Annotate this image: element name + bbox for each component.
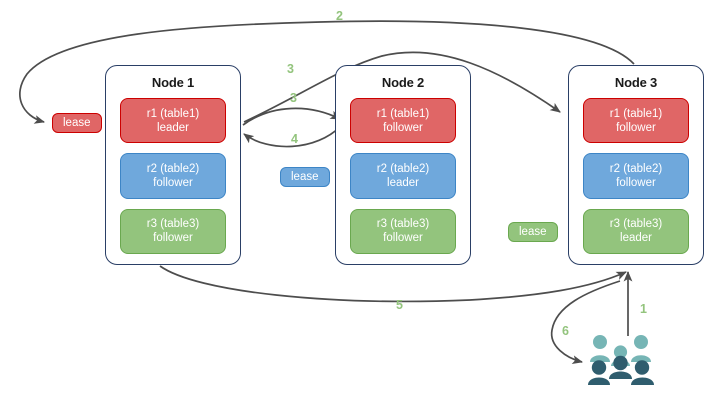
edge-label-3-lower: 3 [290,91,297,105]
node-1-replica-r2-name: r2 (table2) [146,162,200,175]
node-1[interactable]: Node 1 r1 (table1) leader r2 (table2) fo… [105,65,241,265]
lease-badge-blue[interactable]: lease [280,167,330,187]
edge-label-1: 1 [640,302,647,316]
lease-badge-red[interactable]: lease [52,113,102,133]
node-2-replica-r3-name: r3 (table3) [376,218,430,231]
node-3-title: Node 3 [614,75,658,90]
edge-label-5: 5 [396,298,403,312]
node-1-replica-r1-role: leader [157,121,189,134]
node-1-title: Node 1 [151,75,195,90]
node-3-replica-r1-role: follower [616,121,656,134]
node-3-replica-r2[interactable]: r2 (table2) follower [583,153,689,199]
node-2-replica-r2-role: leader [387,176,419,189]
node-2-replica-r1-name: r1 (table1) [376,107,430,120]
node-3-replica-r3[interactable]: r3 (table3) leader [583,208,689,254]
users-icon [588,335,654,385]
node-2-replica-r3-role: follower [383,232,423,245]
edge-label-4: 4 [291,132,298,146]
edge-label-3-upper: 3 [287,62,294,76]
node-2[interactable]: Node 2 r1 (table1) follower r2 (table2) … [335,65,471,265]
node-1-replica-r3-role: follower [153,232,193,245]
node-2-title: Node 2 [381,75,425,90]
node-3-replica-r2-name: r2 (table2) [609,162,663,175]
node-3-replica-r3-role: leader [620,232,652,245]
node-1-replica-r3[interactable]: r3 (table3) follower [120,208,226,254]
edge-label-6: 6 [562,324,569,338]
edge-label-2: 2 [336,9,343,23]
node-1-replica-r3-name: r3 (table3) [146,218,200,231]
node-1-replica-r1[interactable]: r1 (table1) leader [120,98,226,144]
node-2-replica-r2[interactable]: r2 (table2) leader [350,153,456,199]
node-1-replica-r2-role: follower [153,176,193,189]
edge-5-path [159,265,627,303]
node-3[interactable]: Node 3 r1 (table1) follower r2 (table2) … [568,65,704,265]
node-3-replica-r3-name: r3 (table3) [609,218,663,231]
node-3-replica-r1-name: r1 (table1) [609,107,663,120]
node-2-replica-r2-name: r2 (table2) [376,162,430,175]
node-3-replica-r2-role: follower [616,176,656,189]
node-2-replica-r1-role: follower [383,121,423,134]
node-3-replica-r1[interactable]: r1 (table1) follower [583,98,689,144]
node-2-replica-r3[interactable]: r3 (table3) follower [350,208,456,254]
lease-badge-green[interactable]: lease [508,222,558,242]
node-1-replica-r1-name: r1 (table1) [146,107,200,120]
edge-3-lower-path [242,107,341,126]
node-1-replica-r2[interactable]: r2 (table2) follower [120,153,226,199]
node-2-replica-r1[interactable]: r1 (table1) follower [350,98,456,144]
